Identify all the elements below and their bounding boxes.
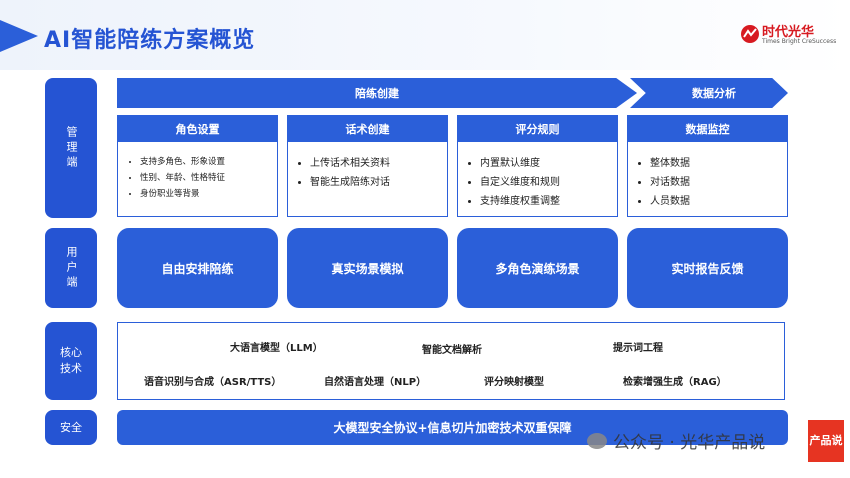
user-box-free-schedule: 自由安排陪练 xyxy=(117,228,278,308)
list-item: 内置默认维度 xyxy=(480,154,617,173)
list-item: 身份职业等背景 xyxy=(140,186,277,202)
tech-asr-tts: 语音识别与合成（ASR/TTS） xyxy=(144,377,282,388)
card-data-monitoring: 数据监控 整体数据 对话数据 人员数据 xyxy=(627,115,788,217)
watermark: 公众号 · 光华产品说 xyxy=(587,428,765,453)
banner-analysis: 数据分析 xyxy=(630,78,788,108)
tech-rag: 检索增强生成（RAG） xyxy=(623,377,727,388)
logo-name: 时代光华 xyxy=(762,25,815,40)
list-item: 性别、年龄、性格特征 xyxy=(140,170,277,186)
section-label-user: 用户端 xyxy=(45,228,97,308)
list-item: 支持多角色、形象设置 xyxy=(140,154,277,170)
card-scoring-rules: 评分规则 内置默认维度 自定义维度和规则 支持维度权重调整 xyxy=(457,115,618,217)
tech-prompt-engineering: 提示词工程 xyxy=(613,343,663,354)
section-label-core: 核心技术 xyxy=(45,322,97,400)
tech-llm: 大语言模型（LLM） xyxy=(230,343,323,354)
logo-subtitle: Times Bright CreSuccess xyxy=(762,38,837,45)
card-title: 话术创建 xyxy=(288,116,447,142)
tech-doc-parsing: 智能文档解析 xyxy=(422,345,482,356)
section-label-management: 管理端 xyxy=(45,78,97,218)
list-item: 整体数据 xyxy=(650,154,787,173)
brand-logo: 时代光华 Times Bright CreSuccess xyxy=(740,20,840,52)
card-role-settings: 角色设置 支持多角色、形象设置 性别、年龄、性格特征 身份职业等背景 xyxy=(117,115,278,217)
watermark-stamp: 产品说 xyxy=(808,420,844,462)
header-band xyxy=(0,0,850,70)
list-item: 上传话术相关资料 xyxy=(310,154,447,173)
banner-build: 陪练创建 xyxy=(117,78,637,108)
page-title: AI智能陪练方案概览 xyxy=(44,28,256,53)
list-item: 自定义维度和规则 xyxy=(480,173,617,192)
list-item: 支持维度权重调整 xyxy=(480,192,617,211)
user-box-multi-role: 多角色演练场景 xyxy=(457,228,618,308)
list-item: 人员数据 xyxy=(650,192,787,211)
card-title: 角色设置 xyxy=(118,116,277,142)
title-arrow-icon xyxy=(0,20,38,52)
list-item: 对话数据 xyxy=(650,173,787,192)
list-item: 智能生成陪练对话 xyxy=(310,173,447,192)
section-label-security: 安全 xyxy=(45,410,97,445)
user-box-realtime-report: 实时报告反馈 xyxy=(627,228,788,308)
card-title: 数据监控 xyxy=(628,116,787,142)
watermark-text: 公众号 · 光华产品说 xyxy=(613,433,766,453)
tech-scoring-model: 评分映射模型 xyxy=(484,377,544,388)
wechat-icon xyxy=(587,432,607,449)
card-script-creation: 话术创建 上传话术相关资料 智能生成陪练对话 xyxy=(287,115,448,217)
card-title: 评分规则 xyxy=(458,116,617,142)
user-box-real-scene: 真实场景模拟 xyxy=(287,228,448,308)
security-bar: 大模型安全协议+信息切片加密技术双重保障 xyxy=(117,410,788,445)
tech-nlp: 自然语言处理（NLP） xyxy=(324,377,427,388)
core-tech-panel: 大语言模型（LLM） 智能文档解析 提示词工程 语音识别与合成（ASR/TTS）… xyxy=(117,322,785,400)
logo-icon xyxy=(741,25,759,43)
